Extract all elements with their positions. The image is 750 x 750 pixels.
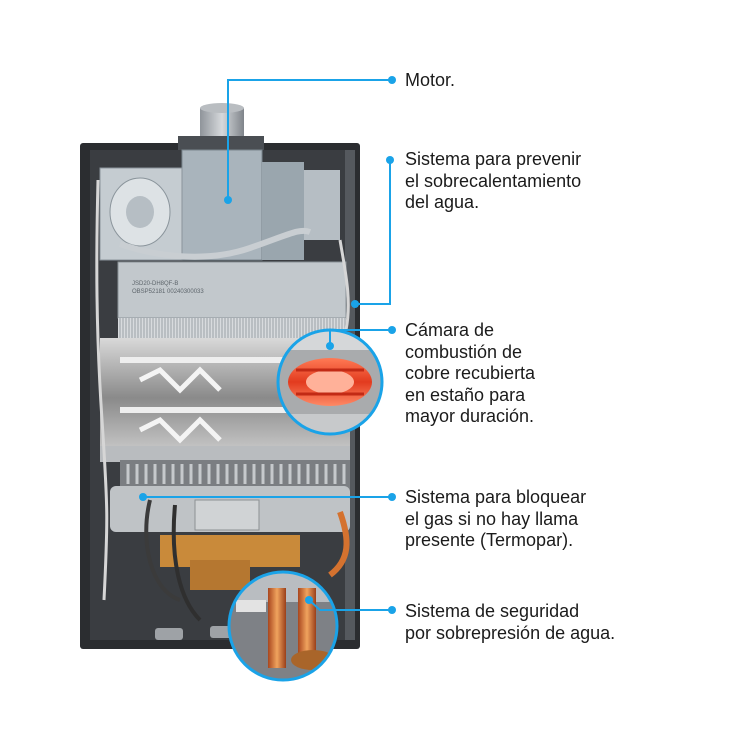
dot-gas-end <box>388 493 396 501</box>
dot-pressure-start <box>305 596 313 604</box>
dot-overheat-end <box>386 156 394 164</box>
callout-overheat-system: Sistema para prevenir el sobrecalentamie… <box>405 149 582 212</box>
callout-combustion-chamber: Cámara de combustión de cobre recubierta… <box>405 320 536 426</box>
plate-serial-2: OBSP52181 00240300033 <box>132 289 204 295</box>
leader-pressure <box>308 599 392 611</box>
leader-chamber <box>329 329 392 346</box>
dot-chamber-start <box>326 342 334 350</box>
heat-exchanger-fins <box>118 318 346 338</box>
fan-plate: JSD20-DH8QF-B OBSP52181 00240300033 <box>117 261 347 319</box>
side-wiring <box>95 179 350 601</box>
pressure-zoom-circle <box>227 570 339 682</box>
callout-motor: Motor. <box>405 70 456 90</box>
dot-motor-start <box>224 196 232 204</box>
callout-pressure-safety: Sistema de seguridad por sobrepresión de… <box>405 601 616 643</box>
pressure-zoom-ring <box>227 570 339 682</box>
leader-dots <box>139 76 396 614</box>
dot-overheat-start <box>351 300 359 308</box>
blower-motor <box>99 149 340 261</box>
leader-lines <box>143 79 392 611</box>
dot-motor-end <box>388 76 396 84</box>
callout-gas-block-system: Sistema para bloquear el gas si no hay l… <box>405 487 587 550</box>
plate-serial-1: JSD20-DH8QF-B <box>132 281 178 287</box>
dot-gas-start <box>139 493 147 501</box>
leader-overheat <box>355 160 391 305</box>
dot-chamber-end <box>388 326 396 334</box>
leader-motor <box>227 79 392 200</box>
exhaust-flue <box>178 103 264 150</box>
dot-pressure-end <box>388 606 396 614</box>
